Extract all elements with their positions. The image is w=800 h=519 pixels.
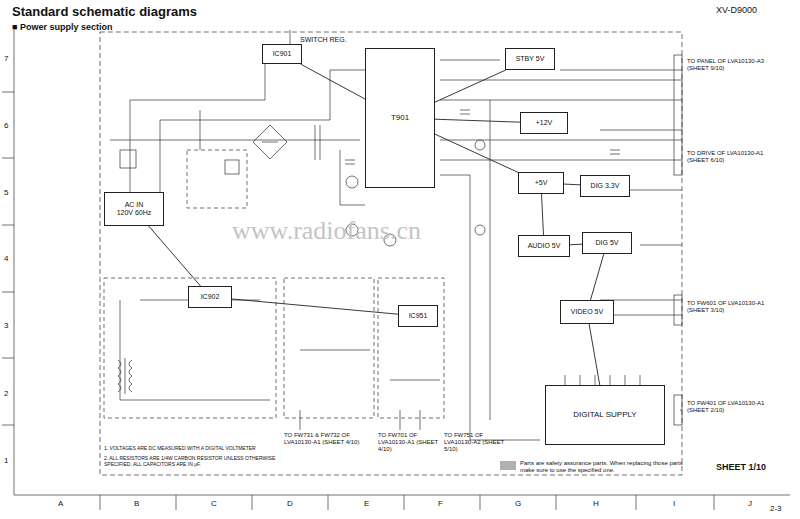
part-label: SWITCH REG. — [300, 36, 347, 44]
page-number: 2-3 — [770, 504, 782, 513]
ic-box: +12V — [520, 112, 568, 134]
legend-text: Parts are safety assurance parts. When r… — [520, 460, 690, 474]
row-number: 2 — [4, 389, 8, 398]
connector-note: TO FW751 OF LVA10130-A2 (SHEET 5/10) — [444, 432, 506, 453]
connector-note: TO FW601 OF LVA10130-A1 (SHEET 3/10) — [687, 300, 783, 314]
ic-box: IC951 — [398, 305, 438, 327]
row-number: 3 — [4, 321, 8, 330]
wire-connector — [542, 194, 544, 235]
sub-board-outline — [378, 278, 444, 418]
part-label: DIGITAL SUPPLY — [573, 410, 636, 419]
connector-pins — [565, 375, 640, 385]
capacitor-symbol — [315, 110, 620, 164]
part-label: IC902 — [201, 293, 220, 301]
ic-box: DIG 5V — [582, 232, 632, 254]
part-label: +12V — [536, 119, 553, 127]
part-label: AUDIO 5V — [528, 242, 561, 250]
ruler-tick — [2, 92, 714, 510]
row-number: 5 — [4, 188, 8, 197]
footnote: 2. ALL RESISTORS ARE 1/4W CARBON RESISTO… — [104, 456, 279, 468]
ic-box: +5V — [518, 172, 564, 194]
connector-note: TO FW701 OF LVA10130-A1 (SHEET 4/10) — [378, 432, 440, 453]
part-label: IC901 — [273, 50, 292, 58]
ic-box: IC902 — [188, 286, 232, 308]
column-letter: E — [364, 499, 369, 508]
wire-connector — [149, 226, 201, 286]
wire-connector — [435, 70, 506, 102]
wire-connector — [435, 134, 518, 172]
row-number: 1 — [4, 456, 8, 465]
part-label: AC IN — [125, 201, 144, 209]
column-letter: I — [673, 499, 675, 508]
legend-item: Parts are safety assurance parts. When r… — [500, 460, 690, 474]
ic-box: AC IN120V 60Hz — [104, 192, 164, 226]
legend-swatch — [500, 461, 516, 470]
row-number: 7 — [4, 54, 8, 63]
wire-connector — [570, 244, 582, 246]
column-letter: J — [748, 499, 752, 508]
transformer-box: T901 — [365, 48, 435, 188]
column-letter: G — [515, 499, 521, 508]
ic-box: IC901 — [262, 44, 302, 64]
row-number: 6 — [4, 121, 8, 130]
wire — [110, 30, 682, 440]
board-outline — [100, 32, 682, 475]
wire-connector — [589, 324, 600, 385]
ic-box: DIG 3.3V — [580, 175, 630, 197]
column-letter: H — [593, 499, 599, 508]
wire-connector — [300, 64, 365, 99]
ic-box: VIDEO 5V — [560, 300, 614, 324]
footnote: 1. VOLTAGES ARE DC MEASURED WITH A DIGIT… — [104, 446, 279, 452]
sheet-number: SHEET 1/10 — [716, 462, 766, 472]
part-label: T901 — [391, 113, 409, 122]
wire-connector — [590, 254, 603, 300]
connector-note: TO FW731 & FW732 OF LVA10130-A1 (SHEET 4… — [284, 432, 376, 446]
wire-connector — [232, 299, 398, 314]
ruler-line — [14, 495, 790, 496]
part-label: IC951 — [409, 312, 428, 320]
connector-note: TO DRIVE OF LVA10130-A1 (SHEET 6/10) — [687, 150, 783, 164]
row-number: 4 — [4, 254, 8, 263]
connector-note: TO FW401 OF LVA10130-A1 (SHEET 2/10) — [687, 400, 783, 414]
column-letter: F — [438, 499, 443, 508]
column-letter: A — [58, 499, 63, 508]
watermark: www.radiofans.cn — [232, 216, 421, 246]
model-number: XV-D9000 — [716, 5, 757, 15]
column-letter: C — [211, 499, 217, 508]
part-label: DIG 3.3V — [591, 182, 620, 190]
diagram-title: Standard schematic diagrams — [12, 5, 197, 20]
bridge-rectifier — [253, 125, 287, 159]
ic-box: STBY 5V — [505, 48, 555, 70]
part-label: +5V — [535, 179, 548, 187]
wire-connector — [564, 184, 580, 186]
column-letter: D — [287, 499, 293, 508]
wire-connector — [435, 119, 520, 122]
part-label: VIDEO 5V — [571, 308, 603, 316]
part-label: 120V 60Hz — [117, 209, 152, 217]
sub-board-outline — [104, 278, 276, 418]
connector-pins — [674, 55, 682, 425]
sub-board-outline — [284, 278, 374, 418]
ic-box: AUDIO 5V — [518, 235, 570, 257]
part-label: STBY 5V — [516, 55, 545, 63]
module-box: DIGITAL SUPPLY — [545, 385, 665, 445]
transformer-symbol — [118, 358, 132, 394]
column-letter: B — [134, 499, 139, 508]
sub-board-outline — [187, 150, 247, 208]
section-heading: ■ Power supply section — [12, 22, 112, 32]
part-label: DIG 5V — [596, 239, 619, 247]
ic-symbol — [120, 150, 239, 174]
connector-note: TO PANEL OF LVA10130-A3 (SHEET 9/10) — [687, 58, 783, 72]
